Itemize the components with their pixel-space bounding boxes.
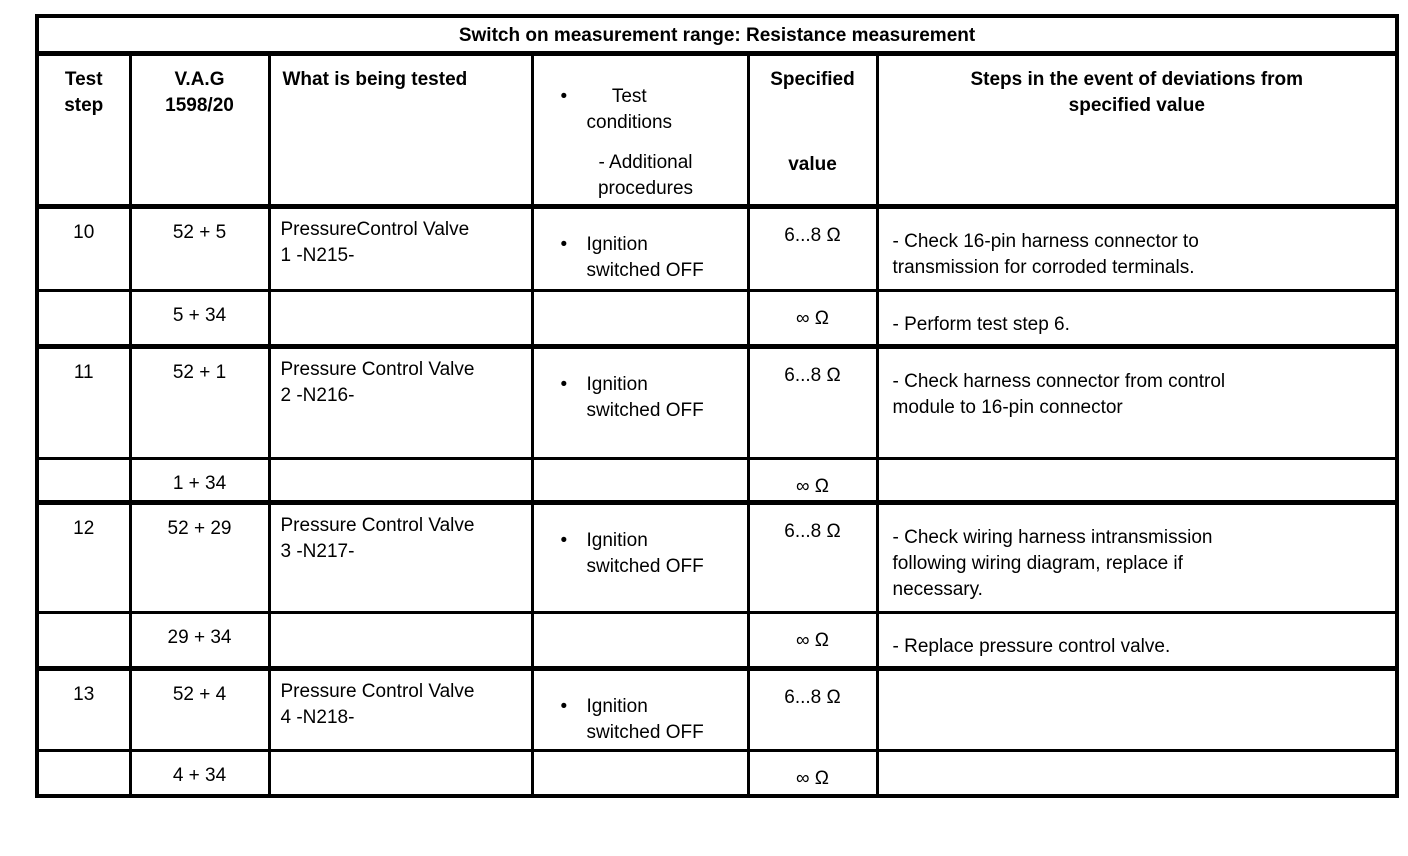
test-conditions-label: Test conditions	[586, 85, 673, 133]
cell-deviation-steps	[875, 665, 1399, 752]
cell-test-step	[35, 610, 132, 670]
cell-tested-component: PressureControl Valve 1 -N215-	[267, 203, 534, 292]
table-row-step-10: 10 52 + 5 PressureControl Valve 1 -N215-…	[35, 203, 1399, 292]
column-header-test-step: Test step	[35, 50, 132, 208]
cell-vag-pins: 4 + 34	[128, 748, 271, 798]
bullet-icon: •	[560, 85, 568, 107]
cell-vag-pins: 52 + 29	[128, 499, 271, 614]
cell-test-conditions: • Ignition switched OFF	[530, 203, 750, 292]
cell-tested-component	[267, 748, 534, 798]
cell-tested-component: Pressure Control Valve 3 -N217-	[267, 499, 534, 614]
table-row-step-12b: 29 + 34 ∞ Ω - Replace pressure control v…	[35, 610, 1399, 670]
bullet-icon: •	[560, 529, 568, 551]
cell-deviation-steps: - Check wiring harness intransmission fo…	[875, 499, 1399, 614]
condition-text: Ignition switched OFF	[586, 233, 704, 281]
column-header-what-is-tested: What is being tested	[267, 50, 534, 208]
cell-test-conditions	[530, 748, 750, 798]
table-row-step-11: 11 52 + 1 Pressure Control Valve 2 -N216…	[35, 343, 1399, 460]
cell-deviation-steps: - Check 16-pin harness connector to tran…	[875, 203, 1399, 292]
test-conditions-bullet-item: • Test conditions	[535, 84, 745, 136]
cell-deviation-steps: - Perform test step 6.	[875, 288, 1399, 348]
table-row-step-11b: 1 + 34 ∞ Ω	[35, 456, 1399, 504]
cell-test-step: 11	[35, 343, 132, 460]
cell-vag-pins: 5 + 34	[128, 288, 271, 348]
specified-label: Specified	[770, 68, 855, 90]
cell-specified-value: 6...8 Ω	[746, 665, 879, 752]
cell-specified-value: 6...8 Ω	[746, 343, 879, 460]
cell-deviation-steps	[875, 456, 1399, 504]
cell-vag-pins: 52 + 5	[128, 203, 271, 292]
cell-test-conditions	[530, 610, 750, 670]
condition-text: Ignition switched OFF	[586, 373, 704, 421]
cell-test-conditions: • Ignition switched OFF	[530, 499, 750, 614]
cell-test-conditions: • Ignition switched OFF	[530, 665, 750, 752]
cell-tested-component	[267, 456, 534, 504]
cell-specified-value: 6...8 Ω	[746, 499, 879, 614]
cell-specified-value: 6...8 Ω	[746, 203, 879, 292]
cell-tested-component: Pressure Control Valve 4 -N218-	[267, 665, 534, 752]
cell-test-conditions: • Ignition switched OFF	[530, 343, 750, 460]
column-header-test-conditions: • Test conditions - Additional procedure…	[530, 50, 750, 208]
bullet-icon: •	[560, 373, 568, 395]
cell-test-step	[35, 288, 132, 348]
cell-specified-value: ∞ Ω	[746, 456, 879, 504]
table-row-step-13b: 4 + 34 ∞ Ω	[35, 748, 1399, 798]
cell-deviation-steps	[875, 748, 1399, 798]
cell-test-step: 12	[35, 499, 132, 614]
cell-vag-pins: 52 + 1	[128, 343, 271, 460]
value-label: value	[788, 153, 837, 175]
cell-vag-pins: 1 + 34	[128, 456, 271, 504]
cell-test-step	[35, 456, 132, 504]
cell-vag-pins: 52 + 4	[128, 665, 271, 752]
cell-specified-value: ∞ Ω	[746, 288, 879, 348]
cell-test-conditions	[530, 288, 750, 348]
cell-deviation-steps: - Check harness connector from control m…	[875, 343, 1399, 460]
table-row-step-13: 13 52 + 4 Pressure Control Valve 4 -N218…	[35, 665, 1399, 752]
bullet-icon: •	[560, 695, 568, 717]
table-header-row: Test step V.A.G 1598/20 What is being te…	[35, 50, 1399, 208]
cell-test-conditions	[530, 456, 750, 504]
cell-vag-pins: 29 + 34	[128, 610, 271, 670]
table-title-row: Switch on measurement range: Resistance …	[35, 14, 1399, 55]
additional-procedures-label: - Additional procedures	[597, 151, 694, 199]
condition-text: Ignition switched OFF	[586, 695, 704, 743]
cell-tested-component: Pressure Control Valve 2 -N216-	[267, 343, 534, 460]
condition-text: Ignition switched OFF	[586, 529, 704, 577]
cell-tested-component	[267, 288, 534, 348]
cell-specified-value: ∞ Ω	[746, 610, 879, 670]
cell-test-step: 10	[35, 203, 132, 292]
cell-test-step: 13	[35, 665, 132, 752]
resistance-measurement-table: Switch on measurement range: Resistance …	[35, 14, 1400, 798]
table-row-step-10b: 5 + 34 ∞ Ω - Perform test step 6.	[35, 288, 1399, 348]
column-header-vag-1598-20: V.A.G 1598/20	[128, 50, 271, 208]
column-header-specified-value: Specified value	[746, 50, 879, 208]
bullet-icon: •	[560, 233, 568, 255]
cell-tested-component	[267, 610, 534, 670]
cell-deviation-steps: - Replace pressure control valve.	[875, 610, 1399, 670]
cell-specified-value: ∞ Ω	[746, 748, 879, 798]
cell-test-step	[35, 748, 132, 798]
table-row-step-12: 12 52 + 29 Pressure Control Valve 3 -N21…	[35, 499, 1399, 614]
column-header-deviation-steps: Steps in the event of deviations from sp…	[875, 50, 1399, 208]
table-title: Switch on measurement range: Resistance …	[35, 14, 1399, 55]
